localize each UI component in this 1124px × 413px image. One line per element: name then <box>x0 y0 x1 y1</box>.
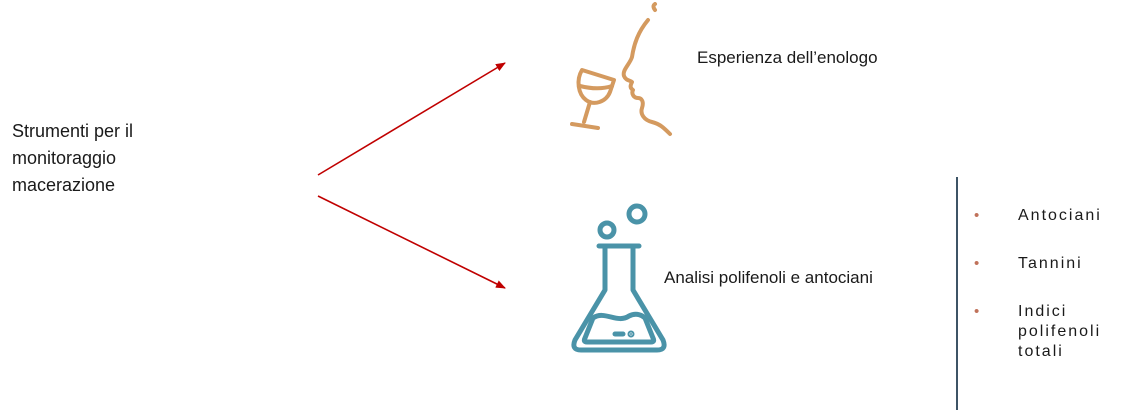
bullet-text-line: Tannini <box>1018 255 1083 272</box>
list-item: • Antociani <box>968 206 1124 226</box>
list-item: • Tannini <box>968 254 1124 274</box>
bullet-text-line: Indici <box>1018 303 1068 320</box>
arrow-to-experience <box>317 62 506 176</box>
laboratory-flask-icon <box>571 203 667 353</box>
root-label-line: monitoraggio <box>12 148 117 168</box>
arrow-to-analysis <box>317 195 506 289</box>
analysis-bullet-list: • Antociani • Tannini • Indici polifenol… <box>968 206 1124 362</box>
vertical-divider <box>956 177 958 410</box>
root-label: Strumenti per il monitoraggio macerazion… <box>12 118 212 199</box>
root-label-line: macerazione <box>12 175 116 195</box>
list-item: • Indici polifenoli totali <box>968 302 1124 362</box>
root-label-line: Strumenti per il <box>12 121 134 141</box>
branch-label-analysis: Analisi polifenoli e antociani <box>664 268 873 287</box>
bullet-text-line: totali <box>1018 343 1064 360</box>
bullet-text-line: polifenoli <box>1018 323 1102 340</box>
bullet-dot-icon: • <box>974 303 982 320</box>
wine-tasting-icon <box>570 2 672 136</box>
bullet-dot-icon: • <box>974 255 982 272</box>
branch-label-experience: Esperienza dell’enologo <box>697 48 878 67</box>
bullet-text-line: Antociani <box>1018 207 1102 224</box>
bullet-dot-icon: • <box>974 207 982 224</box>
